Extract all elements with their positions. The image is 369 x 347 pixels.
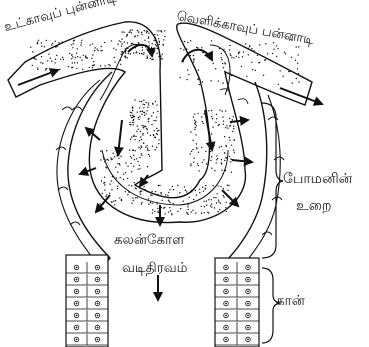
- glomerular-filtrate-label-line2: வடிதிரவம்: [122, 262, 187, 276]
- bowmans-capsule: [56, 72, 284, 285]
- glomerulus: [8, 22, 312, 223]
- tubule-label: கான்: [276, 295, 305, 309]
- glomerular-filtrate-label-line1: கலன்கோள: [114, 234, 184, 248]
- bowmans-capsule-label-line1: போமனின்: [283, 172, 352, 186]
- bowmans-capsule-label-line2: உறை: [296, 199, 331, 213]
